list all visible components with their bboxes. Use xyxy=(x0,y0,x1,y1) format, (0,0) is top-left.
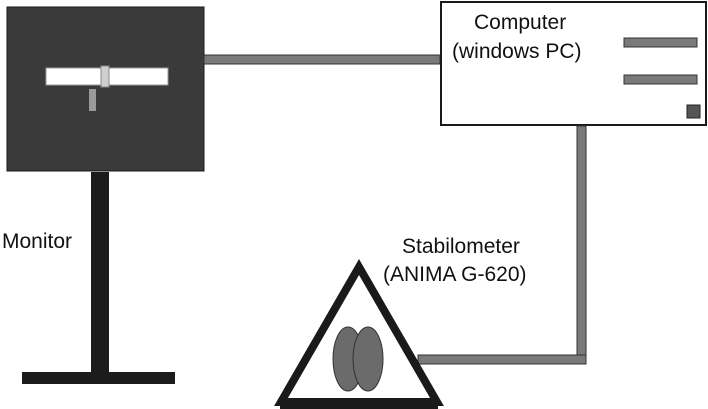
computer-drive-slot-2 xyxy=(623,74,698,85)
monitor-stand-base xyxy=(22,372,175,384)
target-center-marker xyxy=(100,65,110,88)
monitor-stand-pole xyxy=(91,172,109,377)
computer-type-label: (windows PC) xyxy=(452,40,582,63)
stabilometer-model-label: (ANIMA G-620) xyxy=(383,263,527,286)
computer-box xyxy=(440,1,707,126)
computer-drive-slot-1 xyxy=(623,37,698,48)
stabilometer-label: Stabilometer xyxy=(402,235,520,258)
computer-stabilometer-cable-vertical xyxy=(576,125,587,365)
center-of-pressure-indicator xyxy=(89,89,96,111)
computer-stabilometer-cable-horizontal xyxy=(417,354,587,365)
monitor-label: Monitor xyxy=(2,230,73,253)
right-foot-icon xyxy=(352,326,384,392)
stabilometer-base xyxy=(280,402,438,409)
computer-power-button xyxy=(686,104,701,119)
monitor-screen xyxy=(6,6,205,172)
monitor-computer-cable xyxy=(203,54,441,65)
computer-label: Computer xyxy=(474,11,567,34)
